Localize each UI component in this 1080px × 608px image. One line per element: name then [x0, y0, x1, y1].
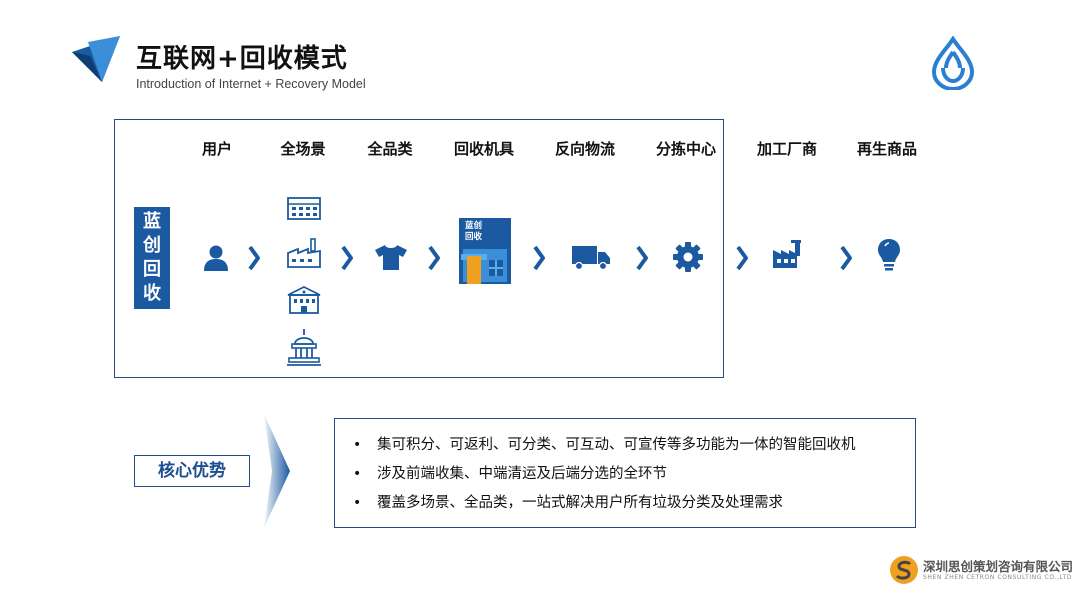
- page-subtitle: Introduction of Internet + Recovery Mode…: [136, 77, 366, 91]
- side-char: 回: [143, 259, 161, 280]
- chevron-right-icon: [341, 245, 353, 271]
- process-frame: [114, 119, 724, 378]
- advantage-text: 集可积分、可返利、可分类、可互动、可宣传等多功能为一体的智能回收机: [377, 437, 856, 453]
- truck-icon: [572, 246, 610, 271]
- machine-label: 蓝创: [465, 221, 483, 231]
- lightbulb-icon: [878, 239, 900, 271]
- school-building-icon: [287, 285, 321, 314]
- advantages-box: • 集可积分、可返利、可分类、可互动、可宣传等多功能为一体的智能回收机 • 涉及…: [334, 418, 916, 528]
- advantage-arrow-wedge: [264, 414, 290, 528]
- bullet: •: [353, 495, 362, 511]
- step-label-user: 用户: [201, 140, 233, 158]
- step-label-sorting: 分拣中心: [655, 140, 717, 158]
- side-char: 蓝: [143, 211, 161, 232]
- user-icon: [204, 245, 228, 271]
- triangle-logo-icon: [72, 36, 120, 82]
- advantage-item: • 覆盖多场景、全品类，一站式解决用户所有垃圾分类及处理需求: [347, 489, 901, 518]
- advantage-text: 涉及前端收集、中端清运及后端分选的全环节: [377, 466, 667, 482]
- advantage-item: • 涉及前端收集、中端清运及后端分选的全环节: [347, 460, 901, 489]
- advantage-item: • 集可积分、可返利、可分类、可互动、可宣传等多功能为一体的智能回收机: [347, 431, 901, 460]
- machine-label: 回收: [465, 232, 483, 242]
- chevron-right-icon: [840, 245, 852, 271]
- advantage-text: 覆盖多场景、全品类，一站式解决用户所有垃圾分类及处理需求: [377, 495, 783, 511]
- gear-icon: [673, 242, 703, 272]
- step-label-categories: 全品类: [367, 140, 413, 158]
- step-label-scenes: 全场景: [280, 140, 326, 158]
- factory-icon: [773, 240, 801, 268]
- core-advantage-label: 核心优势: [134, 455, 250, 487]
- plant-building-icon: [287, 238, 321, 268]
- chevron-right-icon: [428, 245, 440, 271]
- government-building-icon: [287, 329, 321, 366]
- water-drop-logo-icon: [931, 36, 975, 90]
- bullet: •: [353, 437, 362, 453]
- side-char: 创: [143, 235, 161, 256]
- bullet: •: [353, 466, 362, 482]
- chevron-right-icon: [736, 245, 748, 271]
- office-building-icon: [287, 197, 321, 220]
- chevron-right-icon: [533, 245, 545, 271]
- side-char: 收: [143, 283, 161, 304]
- tshirt-icon: [375, 245, 407, 270]
- step-label-machine: 回收机具: [453, 140, 515, 158]
- lanchuang-recycle-box: 蓝 创 回 收: [134, 207, 170, 309]
- company-name-en: SHEN ZHEN CETRON CONSULTING CO.,LTD: [923, 574, 1073, 581]
- chevron-right-icon: [636, 245, 648, 271]
- step-label-recycled: 再生商品: [856, 140, 918, 158]
- page-title: 互联网+回收模式: [136, 44, 348, 74]
- company-name-cn: 深圳思创策划咨询有限公司: [923, 559, 1074, 574]
- company-logo-icon: [890, 556, 918, 584]
- step-label-processor: 加工厂商: [756, 140, 818, 158]
- step-label-logistics: 反向物流: [554, 140, 616, 158]
- chevron-right-icon: [248, 245, 260, 271]
- recycling-machine-icon: 蓝创 回收: [459, 218, 511, 284]
